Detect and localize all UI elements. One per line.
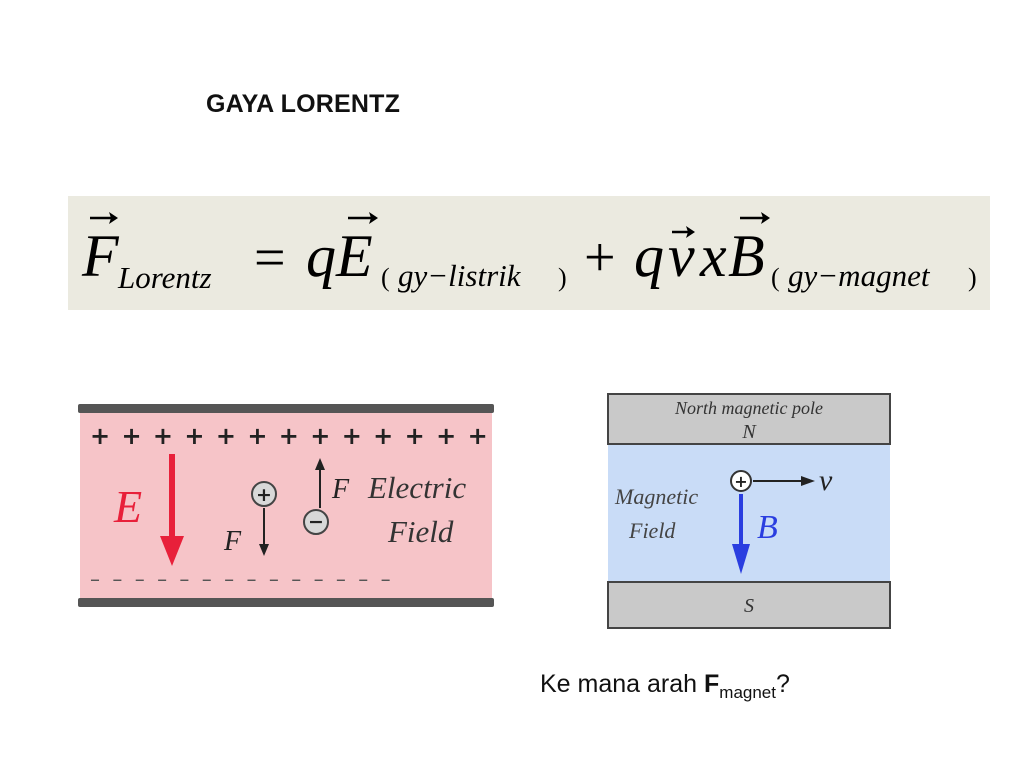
force-arrow-up	[315, 458, 325, 508]
question-force-subscript: magnet	[719, 683, 776, 702]
formula-svg: F Lorentz = q E ( gy−listrik ) + q v x B…	[81, 212, 977, 295]
formula-B: B	[728, 223, 765, 289]
slide-title: GAYA LORENTZ	[206, 90, 401, 118]
formula-q2: q	[634, 223, 664, 289]
formula-E-sub-close: )	[558, 263, 567, 292]
E-arrow	[160, 454, 184, 566]
north-pole	[607, 393, 891, 445]
moving-charge-symbol: +	[734, 472, 747, 491]
formula-F: F	[81, 223, 120, 289]
velocity-arrow	[753, 476, 815, 486]
positive-charge: +	[251, 481, 277, 507]
vector-arrow-F	[90, 212, 118, 224]
formula-E-sub: gy−listrik	[398, 258, 522, 293]
minus-signs: – – – – – – – – – – – – – –	[90, 567, 394, 591]
B-arrow	[732, 494, 750, 574]
south-pole	[607, 581, 891, 629]
question-caption: Ke mana arah Fmagnet?	[540, 670, 790, 703]
question-prefix: Ke mana arah	[540, 670, 704, 698]
formula-q1: q	[306, 223, 336, 289]
question-force-symbol: F	[704, 670, 720, 698]
negative-charge-symbol: −	[308, 511, 324, 533]
force-label-negative: F	[331, 474, 350, 505]
north-pole-label: North magnetic pole	[674, 398, 823, 418]
N-label: N	[741, 421, 757, 443]
formula-B-sub-close: )	[968, 263, 977, 292]
electric-field-diagram: + + + + + + + + + + + + + + – – – – – – …	[76, 400, 519, 617]
question-suffix: ?	[775, 670, 790, 698]
vector-arrow-v	[672, 226, 695, 238]
electric-field-svg: + + + + + + + + + + + + + + – – – – – – …	[78, 404, 519, 607]
formula-B-sub: gy−magnet	[788, 258, 931, 293]
formula-F-sub: Lorentz	[117, 260, 212, 295]
field-region	[80, 408, 492, 604]
S-label: S	[744, 595, 754, 617]
magnetic-field-diagram: North magnetic pole N S Magnetic Field +…	[607, 392, 893, 637]
formula-equals: =	[254, 227, 286, 289]
magnetic-field-region	[608, 444, 890, 582]
plus-signs: + + + + + + + + + + + + + +	[90, 422, 496, 450]
bottom-plate	[78, 598, 494, 607]
vector-arrow-B	[740, 212, 770, 224]
formula-plus: +	[584, 227, 616, 289]
B-label: B	[757, 509, 778, 546]
magnetic-field-svg: North magnetic pole N S Magnetic Field +…	[607, 393, 891, 629]
magnetic-field-label-2: Field	[628, 518, 676, 543]
force-arrow-down	[259, 508, 269, 556]
negative-charge: −	[303, 509, 329, 535]
vector-arrow-E	[348, 212, 378, 224]
v-label: v	[819, 464, 833, 497]
electric-field-label-1: Electric	[367, 470, 466, 505]
formula-B-sub-open: (	[771, 263, 780, 292]
positive-charge-symbol: +	[256, 484, 272, 506]
top-plate	[78, 404, 494, 413]
lorentz-formula: F Lorentz = q E ( gy−listrik ) + q v x B…	[68, 196, 990, 310]
E-label: E	[113, 481, 142, 532]
force-label-positive: F	[223, 526, 242, 557]
electric-field-label-2: Field	[387, 514, 454, 549]
moving-charge: +	[730, 470, 752, 492]
formula-x: x	[699, 223, 727, 289]
magnetic-field-label-1: Magnetic	[614, 484, 698, 509]
formula-E: E	[335, 223, 373, 289]
formula-E-sub-open: (	[381, 263, 390, 292]
